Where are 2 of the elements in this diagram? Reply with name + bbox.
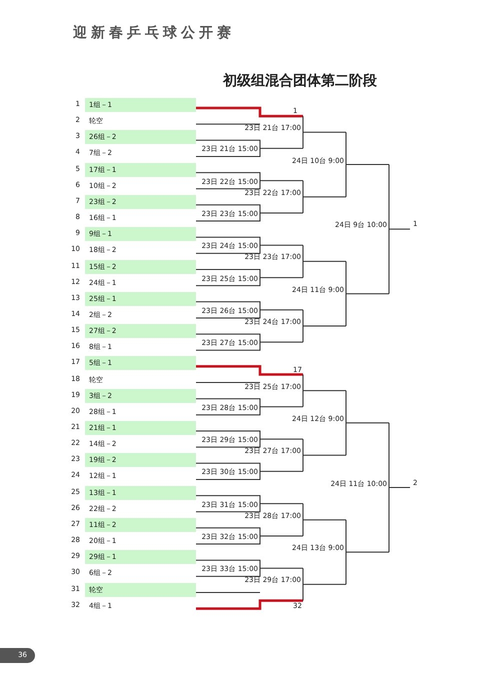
- event-title: 迎新春乒乓球公开赛: [73, 25, 235, 41]
- page-title: 初级组混合团体第二阶段: [222, 72, 378, 90]
